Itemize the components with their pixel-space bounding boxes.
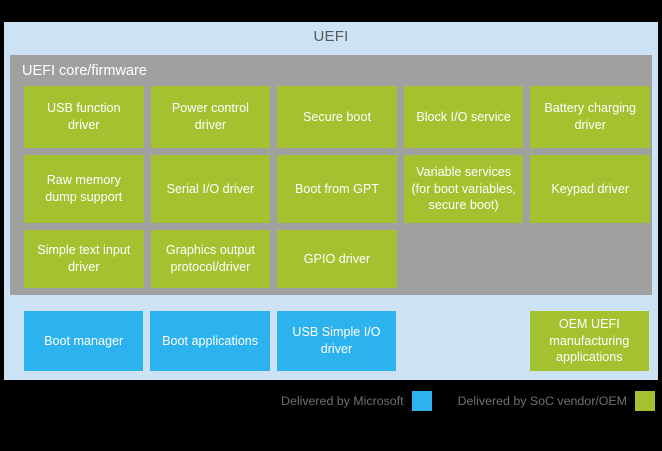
driver-box-serial-io-driver[interactable]: Serial I/O driver [150, 155, 271, 223]
legend-swatch-microsoft [411, 391, 432, 411]
core-section-title: UEFI core/firmware [22, 63, 147, 79]
application-box-boot-applications[interactable]: Boot applications [150, 311, 270, 371]
driver-grid: USB function driver Power control driver… [24, 86, 650, 288]
driver-box-block-io-service[interactable]: Block I/O service [403, 86, 524, 148]
driver-box-variable-services[interactable]: Variable services (for boot variables, s… [403, 155, 524, 223]
legend-label-microsoft: Delivered by Microsoft [281, 394, 404, 408]
driver-box-keypad-driver[interactable]: Keypad driver [530, 155, 650, 223]
driver-box-raw-memory-dump-support[interactable]: Raw memory dump support [24, 155, 144, 223]
legend-label-soc-vendor-oem: Delivered by SoC vendor/OEM [457, 394, 627, 408]
driver-box-graphics-output-protocol-driver[interactable]: Graphics output protocol/driver [150, 230, 271, 288]
driver-box-usb-function-driver[interactable]: USB function driver [24, 86, 144, 148]
driver-box-power-control-driver[interactable]: Power control driver [150, 86, 271, 148]
page-title: UEFI [313, 28, 349, 45]
driver-box-boot-from-gpt[interactable]: Boot from GPT [277, 155, 397, 223]
driver-box-gpio-driver[interactable]: GPIO driver [277, 230, 397, 288]
application-box-usb-simple-io-driver[interactable]: USB Simple I/O driver [276, 311, 397, 371]
driver-box-simple-text-input-driver[interactable]: Simple text input driver [24, 230, 144, 288]
application-box-oem-uefi-manufacturing-applications[interactable]: OEM UEFI manufacturing applications [529, 311, 649, 371]
driver-box-secure-boot[interactable]: Secure boot [277, 86, 397, 148]
uefi-core-firmware-section: UEFI core/firmware USB function driver P… [10, 55, 652, 295]
legend-swatch-soc-vendor-oem [635, 391, 655, 411]
driver-box-battery-charging-driver[interactable]: Battery charging driver [530, 86, 650, 148]
driver-grid-spacer-1 [404, 230, 524, 288]
legend-item-soc-vendor-oem: Delivered by SoC vendor/OEM [458, 391, 655, 411]
driver-grid-spacer-2 [530, 230, 650, 288]
uefi-panel: UEFI UEFI core/firmware USB function dri… [4, 22, 658, 380]
application-row-spacer [403, 311, 522, 371]
legend-item-microsoft: Delivered by Microsoft [281, 391, 432, 411]
application-box-boot-manager[interactable]: Boot manager [24, 311, 144, 371]
legend: Delivered by Microsoft Delivered by SoC … [0, 380, 662, 422]
application-row: Boot manager Boot applications USB Simpl… [24, 311, 649, 371]
